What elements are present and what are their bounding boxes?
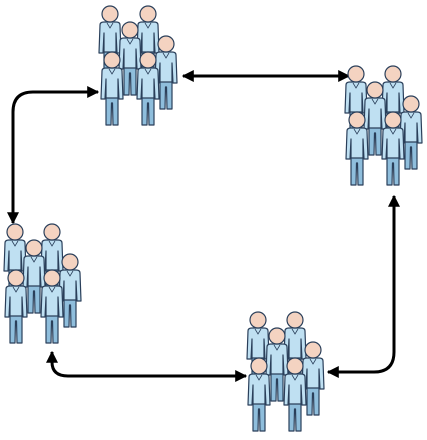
person-icon	[247, 357, 271, 432]
person-icon	[301, 341, 325, 416]
person-icon	[4, 269, 28, 344]
person-icon	[363, 81, 387, 156]
person-icon	[154, 35, 178, 110]
people-group-bottom	[246, 311, 325, 432]
person-icon	[283, 357, 307, 432]
people-group-top	[98, 5, 178, 126]
people-group-left	[3, 223, 82, 344]
person-icon	[100, 51, 124, 126]
connectors	[6, 70, 400, 382]
person-icon	[265, 327, 289, 402]
person-icon	[345, 111, 369, 186]
people-group-right	[344, 65, 423, 186]
person-icon	[58, 253, 82, 328]
person-icon	[40, 269, 64, 344]
person-icon	[399, 95, 423, 170]
person-icon	[118, 21, 142, 96]
connector-bottom-left	[46, 350, 248, 382]
connector-right-bottom	[326, 194, 400, 378]
person-icon	[22, 239, 46, 314]
connector-left-top	[6, 86, 100, 225]
person-icon	[381, 111, 405, 186]
person-icon	[136, 51, 160, 126]
